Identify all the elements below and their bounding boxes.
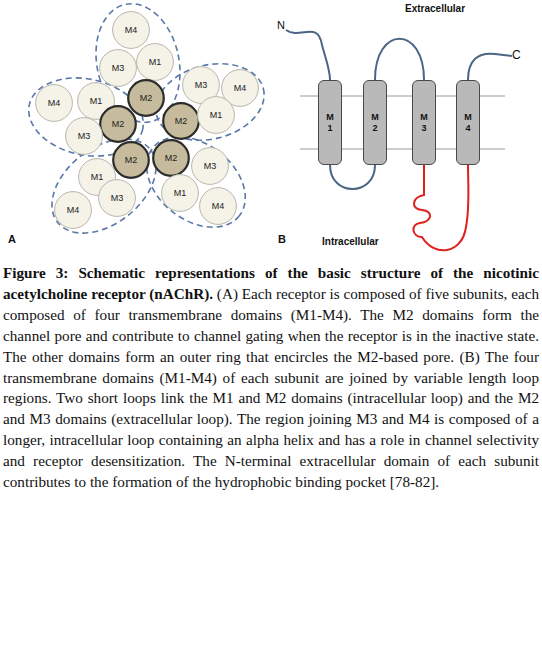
short-loop [330,165,375,189]
pore-domain-circle: M2 [112,141,150,179]
transmembrane-domain-box: M 2 [363,80,387,165]
domain-circle: M4 [112,11,150,49]
short-loop [375,39,424,80]
domain-label: M4 [67,205,80,215]
domain-label: M3 [204,161,217,171]
intracellular-loop [413,165,468,250]
domain-label: M4 [212,201,225,211]
region-label: C [512,48,521,62]
domain-label: M2 [175,116,188,126]
domain-circle: M1 [161,174,199,212]
domain-label: M1 [210,110,223,120]
domain-circle: M3 [99,49,137,87]
domain-label: M1 [90,96,103,106]
pore-domain-circle: M2 [152,139,190,177]
pore-domain-circle: M2 [99,105,137,143]
domain-label: M1 [91,172,104,182]
domain-label: M2 [125,155,138,165]
region-label: N [277,19,285,31]
domain-circle: M4 [54,191,92,229]
domain-label: M3 [195,80,208,90]
domain-label: M2 [165,153,178,163]
domain-label: M1 [149,57,162,67]
domain-label: M 1 [325,112,335,134]
figure-caption: Figure 3: Schematic representations of t… [3,263,539,493]
transmembrane-domain-box: M 3 [412,80,436,165]
region-label: Extracellular [405,3,465,14]
transmembrane-domain-box: M 4 [456,80,480,165]
region-label: Intracellular [322,236,379,247]
domain-label: M 4 [463,112,473,134]
c-terminus-tail [468,54,512,80]
n-terminus-tail [286,30,330,80]
panel-letter: A [8,233,16,245]
domain-label: M3 [78,131,91,141]
domain-circle: M1 [136,43,174,81]
domain-label: M3 [112,63,125,73]
domain-label: M4 [48,98,61,108]
domain-circle: M4 [35,84,73,122]
domain-label: M4 [234,83,247,93]
subunit-outline [129,118,262,246]
domain-label: M4 [125,25,138,35]
domain-circle: M3 [65,117,103,155]
subunit-outline [34,120,174,253]
domain-label: M2 [112,119,125,129]
transmembrane-domain-box: M 1 [318,80,342,165]
domain-circle: M3 [98,179,136,217]
domain-label: M2 [140,93,153,103]
domain-label: M3 [111,193,124,203]
domain-circle: M4 [199,187,237,225]
domain-circle: M3 [191,147,229,185]
pore-domain-circle: M2 [162,102,200,140]
domain-label: M 3 [419,112,429,134]
domain-label: M 2 [370,112,380,134]
caption-body: (A) Each receptor is composed of five su… [3,285,539,490]
domain-circle: M1 [197,96,235,134]
panel-letter: B [278,233,286,245]
pore-domain-circle: M2 [127,79,165,117]
domain-label: M1 [174,188,187,198]
